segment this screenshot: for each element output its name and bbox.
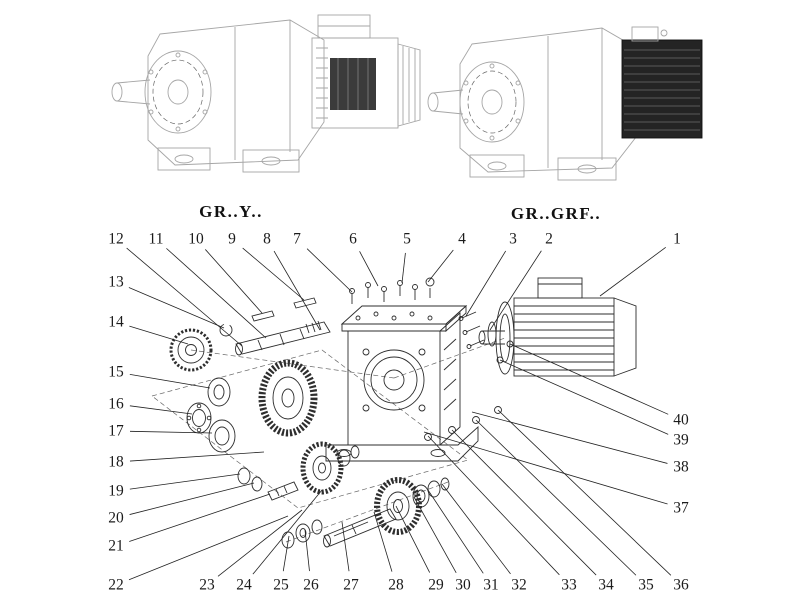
leader-line-12 xyxy=(126,247,243,347)
leader-line-32 xyxy=(441,483,511,575)
leader-line-6 xyxy=(359,251,379,287)
leader-line-25 xyxy=(282,535,290,572)
housing xyxy=(325,304,479,462)
leader-line-26 xyxy=(304,529,310,572)
leader-line-33 xyxy=(427,435,560,576)
callout-leader-lines xyxy=(126,247,672,581)
callout-number-39: 39 xyxy=(673,431,689,449)
callout-number-5: 5 xyxy=(403,230,411,248)
output-shaft-assembly xyxy=(281,477,450,549)
callout-number-29: 29 xyxy=(428,576,444,594)
callout-number-25: 25 xyxy=(273,576,289,594)
callout-number-23: 23 xyxy=(199,576,215,594)
callout-number-10: 10 xyxy=(188,230,204,248)
leader-line-4 xyxy=(427,249,454,283)
callout-number-2: 2 xyxy=(545,230,553,248)
callout-number-19: 19 xyxy=(108,482,124,500)
leader-line-24 xyxy=(252,489,323,575)
leader-line-2 xyxy=(489,250,542,331)
leader-line-18 xyxy=(129,451,265,462)
variant-label-gr-y: GR..Y.. xyxy=(199,202,263,221)
leader-line-29 xyxy=(395,505,431,573)
leader-line-10 xyxy=(205,249,263,314)
callout-number-6: 6 xyxy=(349,230,357,248)
callout-number-14: 14 xyxy=(108,313,124,331)
leader-line-14 xyxy=(129,325,189,345)
callout-number-36: 36 xyxy=(673,576,689,594)
bearings-and-gear xyxy=(186,359,318,453)
callout-number-28: 28 xyxy=(388,576,404,594)
callout-number-3: 3 xyxy=(509,230,517,248)
callout-number-1: 1 xyxy=(673,230,681,248)
callout-number-20: 20 xyxy=(108,509,124,527)
callout-number-16: 16 xyxy=(108,395,124,413)
leader-line-40 xyxy=(509,343,669,415)
leader-line-34 xyxy=(451,429,597,576)
callout-number-9: 9 xyxy=(228,230,236,248)
leader-line-9 xyxy=(242,247,305,301)
callout-number-18: 18 xyxy=(108,453,124,471)
leader-line-3 xyxy=(465,250,507,317)
leader-line-28 xyxy=(373,511,393,572)
leader-line-19 xyxy=(129,473,241,490)
callout-number-32: 32 xyxy=(511,576,527,594)
leader-line-37 xyxy=(423,431,668,505)
leader-line-27 xyxy=(341,521,350,572)
callout-number-26: 26 xyxy=(303,576,319,594)
callout-number-17: 17 xyxy=(108,422,124,440)
callout-number-22: 22 xyxy=(108,576,124,594)
callout-number-40: 40 xyxy=(673,411,689,429)
callout-number-27: 27 xyxy=(343,576,359,594)
leader-line-21 xyxy=(129,493,271,542)
leader-line-7 xyxy=(306,248,353,293)
leader-line-8 xyxy=(273,250,321,331)
callout-number-11: 11 xyxy=(148,230,164,248)
motor-flange-bolts xyxy=(458,311,514,364)
callout-number-8: 8 xyxy=(263,230,271,248)
variant-label-gr-grf: GR..GRF.. xyxy=(510,204,602,223)
leader-line-17 xyxy=(129,430,213,434)
callout-number-38: 38 xyxy=(673,458,689,476)
leader-line-16 xyxy=(129,405,193,415)
callout-number-15: 15 xyxy=(108,363,124,381)
callout-number-30: 30 xyxy=(455,576,471,594)
leader-line-31 xyxy=(427,489,484,574)
leader-line-30 xyxy=(413,496,457,573)
leader-line-13 xyxy=(128,287,225,329)
callout-number-12: 12 xyxy=(108,230,124,248)
leader-line-23 xyxy=(217,509,303,577)
gearmotor-gr-y-drawing xyxy=(111,14,421,173)
callout-number-37: 37 xyxy=(673,499,689,517)
leader-line-15 xyxy=(129,373,211,389)
leader-line-5 xyxy=(401,252,406,284)
motor xyxy=(478,277,637,377)
callout-number-33: 33 xyxy=(561,576,577,594)
intermediate-gear-cluster xyxy=(237,441,360,501)
leader-line-11 xyxy=(166,248,267,339)
leader-line-39 xyxy=(499,359,669,435)
leader-line-36 xyxy=(497,409,672,576)
callout-number-35: 35 xyxy=(638,576,654,594)
callout-number-24: 24 xyxy=(236,576,252,594)
gearmotor-gr-grf-drawing xyxy=(427,26,703,181)
callout-number-4: 4 xyxy=(458,230,466,248)
cover-bolts xyxy=(349,277,435,304)
input-shaft-assembly xyxy=(169,297,331,407)
callout-number-21: 21 xyxy=(108,537,124,555)
leader-line-22 xyxy=(128,515,289,581)
exploded-view-drawing xyxy=(151,277,637,549)
leader-line-1 xyxy=(599,247,666,297)
leader-line-38 xyxy=(471,411,668,464)
callout-number-13: 13 xyxy=(108,273,124,291)
callout-number-34: 34 xyxy=(598,576,614,594)
leader-line-20 xyxy=(129,482,255,515)
callout-number-31: 31 xyxy=(483,576,499,594)
leader-line-35 xyxy=(475,419,637,576)
callout-number-7: 7 xyxy=(293,230,301,248)
